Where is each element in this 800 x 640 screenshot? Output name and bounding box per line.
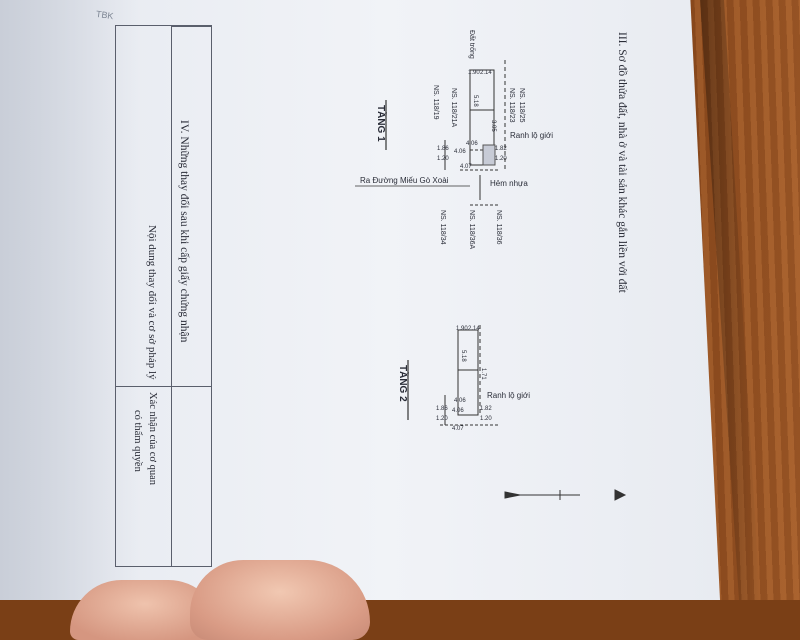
side-label-group: Đất trống (468, 30, 477, 59)
floor1-label: TẦNG 1 (375, 105, 388, 142)
dimension-label: 2.14 (480, 70, 492, 76)
dimension-label: 4.06 (454, 398, 466, 404)
neighbor-label: NS. 118/19 (432, 85, 439, 120)
north-arrow-icon (504, 489, 627, 501)
dimension-label: 1.90 (456, 326, 468, 332)
boundary-label-1: Ranh lộ giới (510, 131, 553, 140)
dimension-label: 1.90 (468, 70, 480, 76)
dimension-label: 1.20 (480, 416, 492, 422)
table-column-divider (171, 26, 172, 566)
floor1-dimensions: 1.90 2.14 4.06 4.06 1.86 1.82 1.20 1.20 … (437, 70, 507, 170)
page-binding-shade (0, 0, 140, 600)
road-label-group: Ra Đường Miếu Gò Xoài (360, 176, 449, 185)
dimension-label: 5.18 (460, 350, 466, 362)
neighbor-label: NS. 118/36 (495, 210, 502, 245)
floor2-label: TẦNG 2 (397, 365, 410, 402)
neighbor-label: NS. 118/21A (450, 88, 457, 128)
dimension-label: 4.07 (452, 426, 464, 432)
dimension-label: 1.82 (480, 406, 492, 412)
floor1-label-group: TẦNG 1 (375, 105, 388, 142)
dimension-label: 1.86 (436, 406, 448, 412)
dimension-label: 4.06 (452, 408, 464, 414)
dimension-label: 4.06 (454, 149, 466, 155)
dimension-label: 2.14 (468, 326, 480, 332)
dimension-label: 1.20 (437, 156, 449, 162)
neighbor-label: NS. 118/23 (508, 88, 515, 123)
floor2-label-group: TẦNG 2 (397, 365, 410, 402)
alley-label: Hẻm nhựa (490, 179, 528, 188)
floor2-dimensions: 1.90 2.14 4.06 4.06 1.86 1.82 1.20 1.20 … (436, 326, 492, 432)
neighbor-label: NS. 118/34 (439, 210, 446, 245)
boundary-label-2: Ranh lộ giới (487, 391, 530, 400)
alley-label-group: Hẻm nhựa (490, 179, 528, 188)
neighbor-labels: NS. 118/25 NS. 118/23 NS. 118/21A NS. 11… (432, 85, 525, 250)
dimension-label: 1.20 (495, 156, 507, 162)
boundary2-group: Ranh lộ giới (487, 391, 530, 400)
dimension-label: 1.71 (480, 368, 486, 380)
dimension-label: 4.06 (466, 141, 478, 147)
dimension-label: 5.18 (472, 95, 478, 107)
side-label: Đất trống (468, 30, 477, 59)
dimension-label: 1.20 (436, 416, 448, 422)
finger-holding-page (190, 560, 370, 640)
floor1-plan (444, 60, 506, 206)
road-label: Ra Đường Miếu Gò Xoài (360, 176, 449, 185)
dimension-label: 3.05 (490, 120, 496, 132)
dimension-label: 4.07 (460, 164, 472, 170)
plot-diagram: TẦNG 1 TẦNG 2 Ra Đường Miếu Gò Xoài Hẻm … (355, 30, 627, 501)
neighbor-label: NS. 118/36A (468, 210, 475, 250)
neighbor-label: NS. 118/25 (518, 88, 525, 123)
boundary1-group: Ranh lộ giới (510, 131, 553, 140)
dimension-label: 1.86 (437, 146, 449, 152)
changes-table (115, 25, 212, 567)
table-row-divider (116, 386, 211, 387)
rotated-page-content: III. Sơ đồ thửa đất, nhà ở và tài sản kh… (115, 25, 628, 567)
floor2-plan (440, 325, 500, 426)
table-header-divider (171, 26, 211, 27)
dimension-label: 1.82 (495, 146, 507, 152)
